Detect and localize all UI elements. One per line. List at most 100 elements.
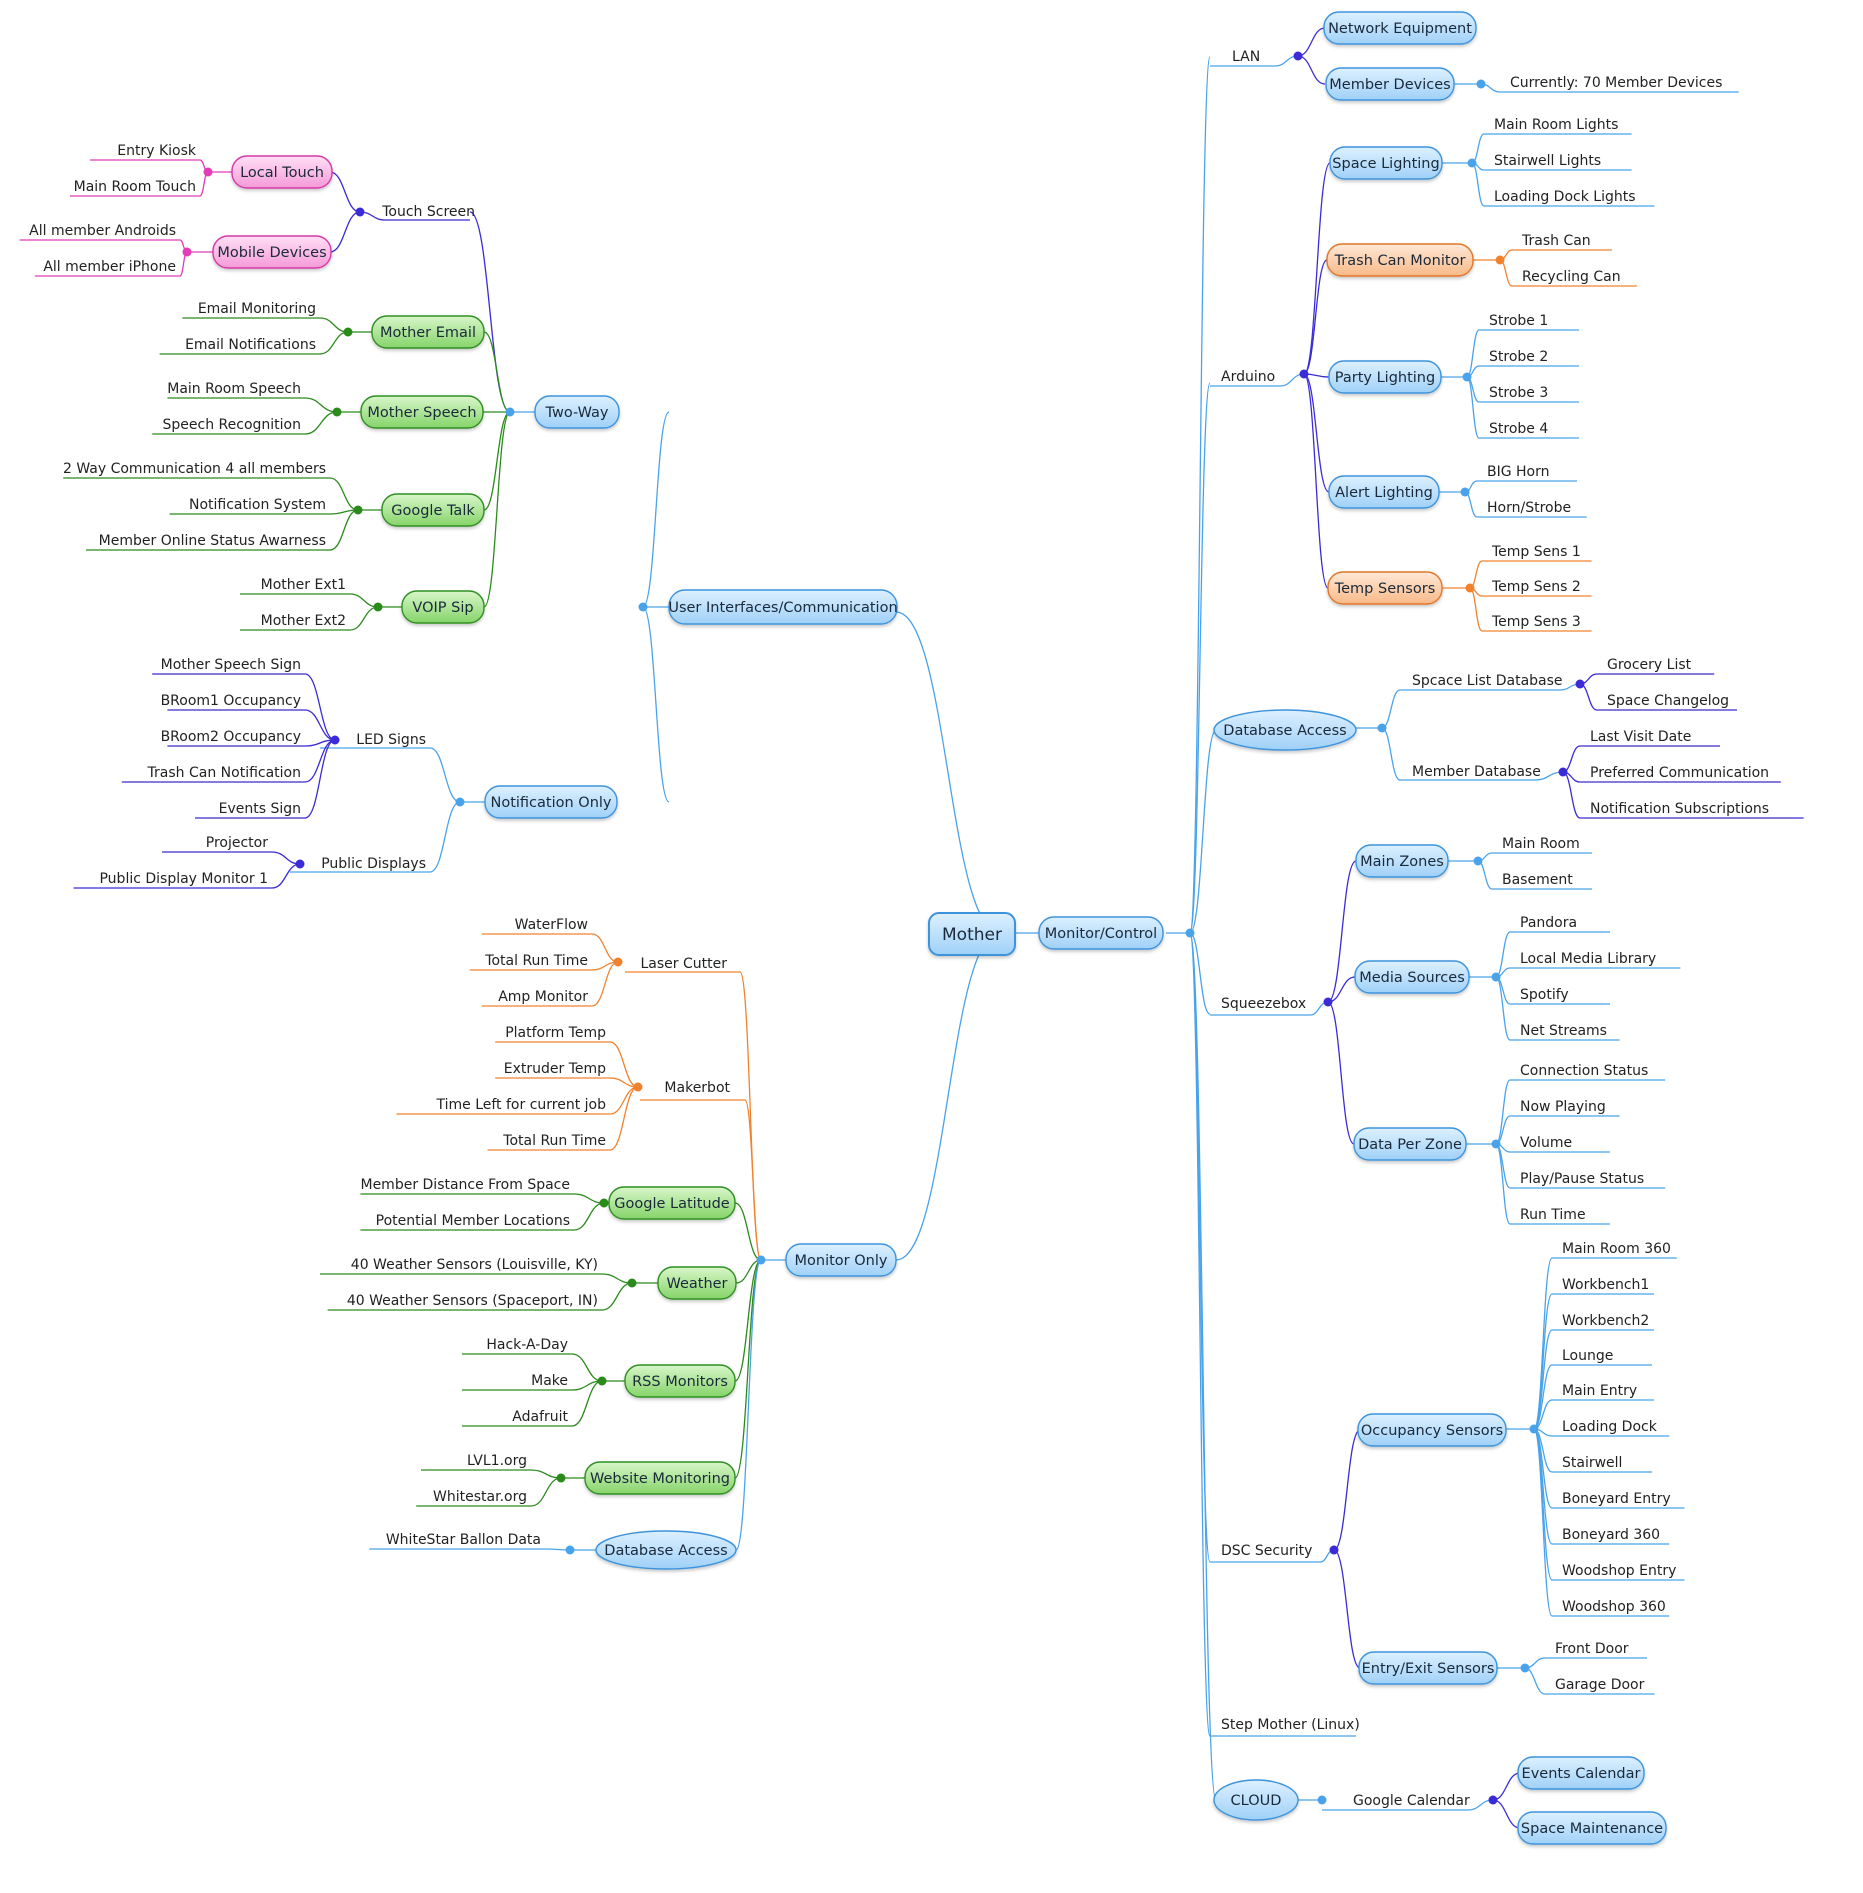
node-label-stairwell[interactable]: Stairwell	[1562, 1455, 1622, 1471]
node-label-woodshop-360[interactable]: Woodshop 360	[1562, 1599, 1666, 1615]
node-monitor-only[interactable]: Monitor Only	[785, 1243, 897, 1277]
node-label-woodshop-entry[interactable]: Woodshop Entry	[1562, 1563, 1676, 1579]
node-media-sources[interactable]: Media Sources	[1354, 960, 1470, 994]
node-label-total-run-time[interactable]: Total Run Time	[502, 1133, 606, 1149]
node-label-loading-dock[interactable]: Loading Dock	[1562, 1419, 1658, 1435]
node-label-dsc-security[interactable]: DSC Security	[1221, 1543, 1312, 1559]
node-label-big-horn[interactable]: BIG Horn	[1487, 464, 1550, 480]
node-label-temp-sens-1[interactable]: Temp Sens 1	[1491, 544, 1581, 560]
node-label-garage-door[interactable]: Garage Door	[1555, 1677, 1645, 1693]
node-voip-sip[interactable]: VOIP Sip	[401, 590, 485, 624]
node-label-mother-ext1[interactable]: Mother Ext1	[261, 577, 346, 593]
node-label-broom1-occupancy[interactable]: BRoom1 Occupancy	[161, 693, 301, 709]
node-label-projector[interactable]: Projector	[206, 835, 268, 851]
node-weather[interactable]: Weather	[657, 1266, 737, 1300]
node-label-volume[interactable]: Volume	[1520, 1135, 1572, 1151]
node-label-loading-dock-lights[interactable]: Loading Dock Lights	[1494, 189, 1636, 205]
node-label-basement[interactable]: Basement	[1502, 872, 1573, 888]
node-label-entry-kiosk[interactable]: Entry Kiosk	[117, 143, 197, 159]
node-label-trash-can[interactable]: Trash Can	[1521, 233, 1591, 249]
node-trash-can-monitor[interactable]: Trash Can Monitor	[1326, 243, 1474, 277]
node-monitor-control[interactable]: Monitor/Control	[1038, 916, 1164, 950]
node-label-amp-monitor[interactable]: Amp Monitor	[498, 989, 588, 1005]
node-label-temp-sens-2[interactable]: Temp Sens 2	[1491, 579, 1581, 595]
node-label-pandora[interactable]: Pandora	[1520, 915, 1577, 931]
node-label-platform-temp[interactable]: Platform Temp	[505, 1025, 606, 1041]
node-label-public-displays[interactable]: Public Displays	[321, 856, 426, 872]
node-label-time-left-for-current-job[interactable]: Time Left for current job	[436, 1097, 607, 1113]
node-label-local-media-library[interactable]: Local Media Library	[1520, 951, 1656, 967]
node-space-maintenance[interactable]: Space Maintenance	[1517, 1811, 1667, 1845]
node-label-notification-system[interactable]: Notification System	[189, 497, 326, 513]
node-label-makerbot[interactable]: Makerbot	[664, 1080, 730, 1096]
node-two-way[interactable]: Two-Way	[534, 395, 620, 429]
node-label-mother-ext2[interactable]: Mother Ext2	[261, 613, 346, 629]
node-label-trash-can-notification[interactable]: Trash Can Notification	[147, 765, 301, 781]
node-entry-exit-sensors[interactable]: Entry/Exit Sensors	[1358, 1651, 1498, 1685]
node-google-talk[interactable]: Google Talk	[381, 493, 485, 527]
node-label-strobe-4[interactable]: Strobe 4	[1489, 421, 1548, 437]
node-label-events-sign[interactable]: Events Sign	[219, 801, 301, 817]
node-database-access[interactable]: Database Access	[1213, 709, 1357, 751]
node-label-workbench2[interactable]: Workbench2	[1562, 1313, 1649, 1329]
node-label-whitestar-org[interactable]: Whitestar.org	[433, 1489, 527, 1505]
node-label-strobe-1[interactable]: Strobe 1	[1489, 313, 1548, 329]
node-label-stairwell-lights[interactable]: Stairwell Lights	[1494, 153, 1601, 169]
node-label-laser-cutter[interactable]: Laser Cutter	[641, 956, 728, 972]
node-label-main-room-speech[interactable]: Main Room Speech	[167, 381, 301, 397]
node-label-main-room-touch[interactable]: Main Room Touch	[74, 179, 196, 195]
node-data-per-zone[interactable]: Data Per Zone	[1353, 1127, 1467, 1161]
node-website-monitoring[interactable]: Website Monitoring	[584, 1461, 736, 1495]
node-cloud[interactable]: CLOUD	[1213, 1779, 1299, 1821]
node-label-currently-70-member-devices[interactable]: Currently: 70 Member Devices	[1510, 75, 1722, 91]
node-label-extruder-temp[interactable]: Extruder Temp	[504, 1061, 606, 1077]
node-label-2-way-communication-4-all-members[interactable]: 2 Way Communication 4 all members	[63, 461, 326, 477]
node-label-total-run-time[interactable]: Total Run Time	[484, 953, 588, 969]
node-user-interfaces-communication[interactable]: User Interfaces/Communication	[668, 589, 898, 625]
node-label-lvl1-org[interactable]: LVL1.org	[467, 1453, 527, 1469]
node-main-zones[interactable]: Main Zones	[1355, 844, 1449, 878]
node-label-main-entry[interactable]: Main Entry	[1562, 1383, 1637, 1399]
node-label-make[interactable]: Make	[531, 1373, 568, 1389]
node-database-access[interactable]: Database Access	[595, 1530, 737, 1570]
node-google-latitude[interactable]: Google Latitude	[608, 1186, 736, 1220]
node-label-email-notifications[interactable]: Email Notifications	[185, 337, 316, 353]
node-label-arduino[interactable]: Arduino	[1221, 369, 1275, 385]
node-label-boneyard-360[interactable]: Boneyard 360	[1562, 1527, 1660, 1543]
node-label-last-visit-date[interactable]: Last Visit Date	[1590, 729, 1691, 745]
node-label-now-playing[interactable]: Now Playing	[1520, 1099, 1606, 1115]
node-label-lounge[interactable]: Lounge	[1562, 1348, 1613, 1364]
node-label-all-member-androids[interactable]: All member Androids	[29, 223, 176, 239]
node-party-lighting[interactable]: Party Lighting	[1328, 360, 1442, 394]
node-label-temp-sens-3[interactable]: Temp Sens 3	[1491, 614, 1581, 630]
node-label-front-door[interactable]: Front Door	[1555, 1641, 1629, 1657]
node-label-main-room-360[interactable]: Main Room 360	[1562, 1241, 1671, 1257]
node-label-connection-status[interactable]: Connection Status	[1520, 1063, 1648, 1079]
node-network-equipment[interactable]: Network Equipment	[1323, 11, 1477, 45]
node-events-calendar[interactable]: Events Calendar	[1517, 1756, 1645, 1790]
node-label-potential-member-locations[interactable]: Potential Member Locations	[376, 1213, 570, 1229]
node-label-email-monitoring[interactable]: Email Monitoring	[198, 301, 316, 317]
node-label-member-online-status-awarness[interactable]: Member Online Status Awarness	[99, 533, 326, 549]
node-label-recycling-can[interactable]: Recycling Can	[1522, 269, 1621, 285]
node-label-grocery-list[interactable]: Grocery List	[1607, 657, 1692, 673]
node-mobile-devices[interactable]: Mobile Devices	[212, 235, 332, 269]
node-label-member-database[interactable]: Member Database	[1412, 764, 1541, 780]
node-label-horn-strobe[interactable]: Horn/Strobe	[1487, 500, 1571, 516]
node-label-google-calendar[interactable]: Google Calendar	[1353, 1793, 1470, 1809]
node-temp-sensors[interactable]: Temp Sensors	[1327, 571, 1443, 605]
node-alert-lighting[interactable]: Alert Lighting	[1328, 475, 1440, 509]
node-label-member-distance-from-space[interactable]: Member Distance From Space	[360, 1177, 570, 1193]
node-label-strobe-3[interactable]: Strobe 3	[1489, 385, 1548, 401]
node-label-40-weather-sensors-louisville-ky[interactable]: 40 Weather Sensors (Louisville, KY)	[351, 1257, 598, 1273]
root-node[interactable]: Mother	[928, 912, 1016, 956]
node-notification-only[interactable]: Notification Only	[484, 785, 618, 819]
node-mother-speech[interactable]: Mother Speech	[360, 395, 484, 429]
node-label-public-display-monitor-1[interactable]: Public Display Monitor 1	[99, 871, 268, 887]
node-label-lan[interactable]: LAN	[1232, 49, 1260, 65]
node-label-all-member-iphone[interactable]: All member iPhone	[43, 259, 176, 275]
node-label-workbench1[interactable]: Workbench1	[1562, 1277, 1649, 1293]
node-member-devices[interactable]: Member Devices	[1325, 67, 1455, 101]
node-label-40-weather-sensors-spaceport-in[interactable]: 40 Weather Sensors (Spaceport, IN)	[347, 1293, 598, 1309]
node-label-hack-a-day[interactable]: Hack-A-Day	[486, 1337, 568, 1353]
